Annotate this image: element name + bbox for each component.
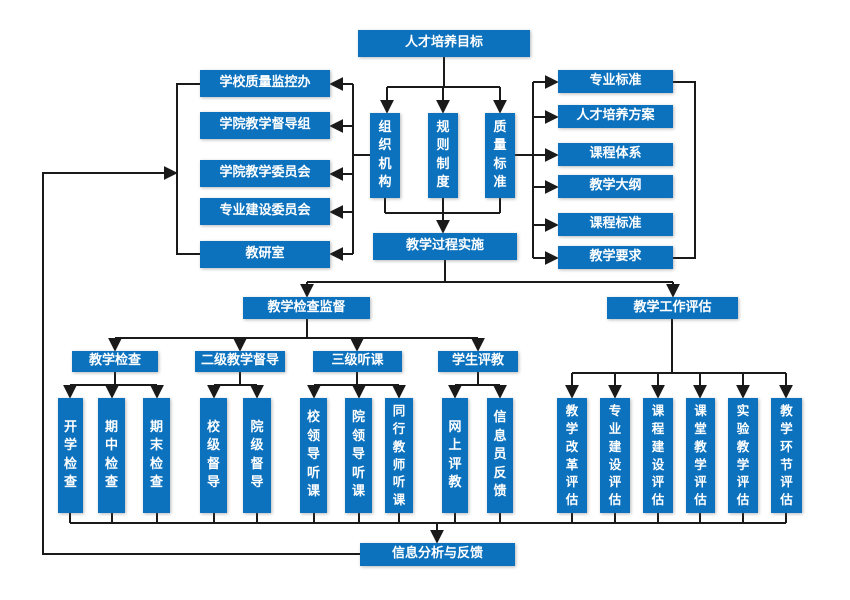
node-school-leader-class-listening: 校领导听课 bbox=[300, 398, 327, 513]
node-curriculum-system: 课程体系 bbox=[558, 143, 673, 166]
node-college-teaching-supervision-group: 学院教学督导组 bbox=[200, 112, 330, 139]
node-teaching-syllabus: 教学大纲 bbox=[558, 175, 673, 198]
node-three-level-class-listening: 三级听课 bbox=[313, 351, 402, 372]
node-semester-start-check: 开学检查 bbox=[58, 398, 83, 513]
node-teaching-requirements: 教学要求 bbox=[558, 246, 673, 269]
node-teaching-process-implementation: 教学过程实施 bbox=[373, 233, 517, 260]
node-two-level-teaching-supervision: 二级教学督导 bbox=[195, 351, 285, 372]
node-school-quality-monitoring-office: 学校质量监控办 bbox=[200, 70, 330, 97]
node-college-level-steering: 院级督导 bbox=[243, 398, 271, 513]
node-course-standards: 课程标准 bbox=[558, 213, 673, 236]
node-course-construction-evaluation: 课程建设评估 bbox=[643, 398, 673, 513]
node-teaching-inspection-supervision: 教学检查监督 bbox=[243, 297, 370, 319]
node-peer-teacher-class-listening: 同行教师听课 bbox=[385, 398, 413, 513]
node-rules-system: 规则制度 bbox=[428, 113, 458, 198]
node-talent-training-plan: 人才培养方案 bbox=[558, 105, 673, 128]
node-major-construction-evaluation: 专业建设评估 bbox=[600, 398, 630, 513]
node-teaching-link-evaluation: 教学环节评估 bbox=[771, 398, 802, 513]
node-college-leader-class-listening: 院领导听课 bbox=[345, 398, 372, 513]
node-experiment-teaching-evaluation: 实验教学评估 bbox=[728, 398, 758, 513]
node-midterm-check: 期中检查 bbox=[98, 398, 125, 513]
node-final-check: 期末检查 bbox=[143, 398, 170, 513]
node-major-construction-committee: 专业建设委员会 bbox=[200, 198, 330, 225]
node-teaching-work-evaluation: 教学工作评估 bbox=[607, 297, 738, 319]
node-information-analysis-feedback: 信息分析与反馈 bbox=[360, 543, 515, 566]
node-information-officer-feedback: 信息员反馈 bbox=[487, 398, 513, 513]
node-teaching-reform-evaluation: 教学改革评估 bbox=[557, 398, 587, 513]
node-teaching-inspection: 教学检查 bbox=[72, 351, 158, 372]
node-professional-standards: 专业标准 bbox=[558, 70, 673, 93]
node-talent-training-goal: 人才培养目标 bbox=[358, 30, 530, 57]
node-organization-structure: 组织机构 bbox=[370, 113, 400, 198]
node-school-level-steering: 校级督导 bbox=[200, 398, 227, 513]
node-student-evaluation: 学生评教 bbox=[438, 351, 518, 372]
node-college-teaching-committee: 学院教学委员会 bbox=[200, 160, 330, 187]
node-classroom-teaching-evaluation: 课堂教学评估 bbox=[686, 398, 715, 513]
node-teaching-research-office: 教研室 bbox=[200, 241, 330, 268]
node-online-evaluation: 网上评教 bbox=[442, 398, 468, 513]
node-quality-standards: 质量标准 bbox=[485, 113, 515, 198]
